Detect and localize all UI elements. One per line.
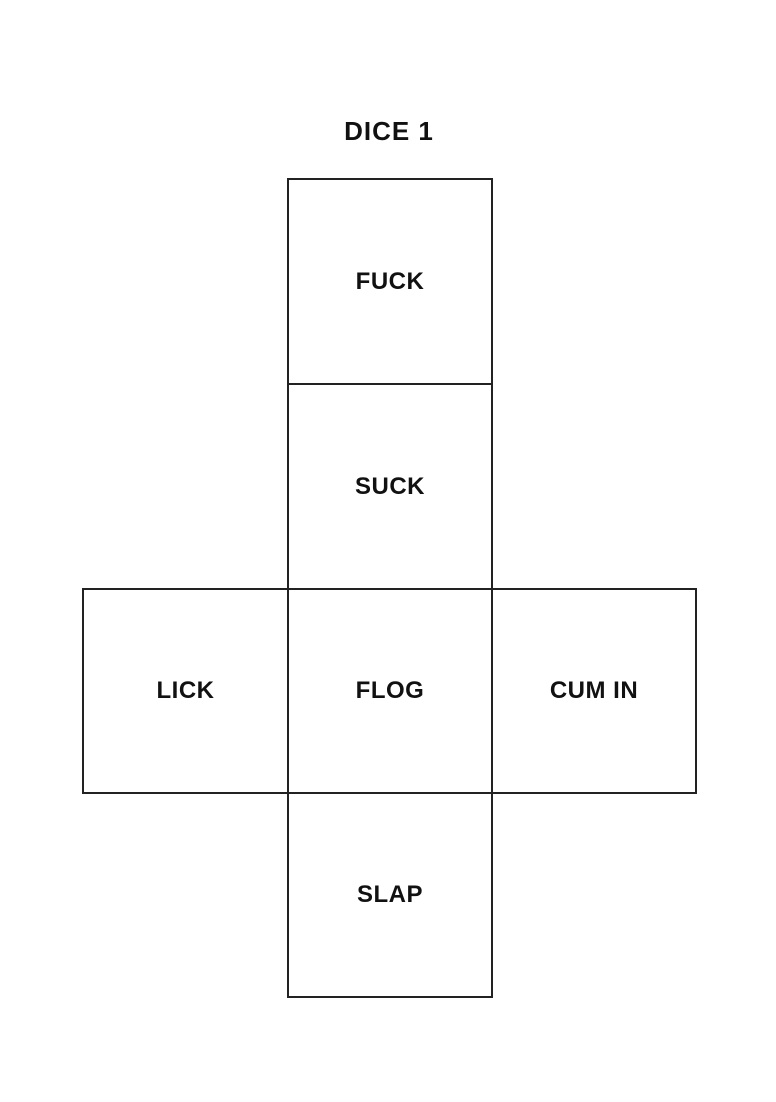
dice-face-top: FUCK: [287, 178, 493, 385]
dice-face-label: LICK: [156, 677, 215, 704]
dice-face-upper-middle: SUCK: [287, 383, 493, 590]
dice-face-label: FLOG: [355, 677, 425, 704]
dice-face-label: CUM IN: [549, 677, 639, 704]
dice-face-center: FLOG: [287, 588, 493, 794]
dice-face-label: SUCK: [354, 472, 425, 500]
dice-face-label: SLAP: [356, 881, 423, 908]
dice-face-right: CUM IN: [491, 588, 697, 794]
dice-face-left: LICK: [82, 588, 289, 794]
dice-title: DICE 1: [344, 116, 434, 146]
dice-face-bottom: SLAP: [287, 792, 493, 998]
dice-face-label: FUCK: [355, 267, 425, 295]
